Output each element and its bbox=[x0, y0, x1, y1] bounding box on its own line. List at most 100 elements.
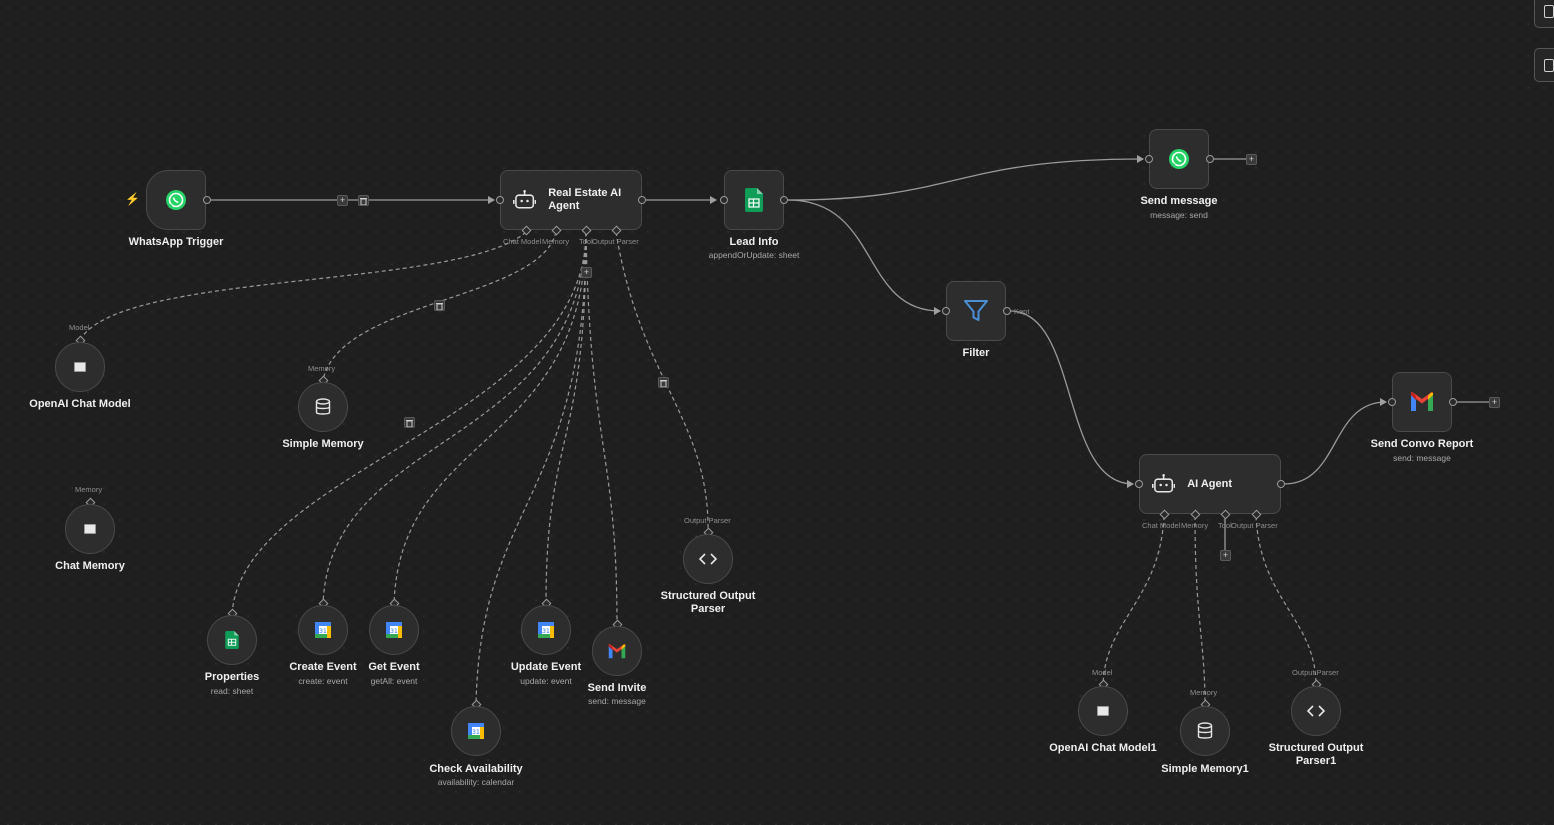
google-sheets-icon bbox=[225, 631, 239, 649]
delete-connection-button[interactable] bbox=[404, 417, 415, 428]
node-label: AI Agent bbox=[1187, 477, 1233, 490]
node-label: Simple Memory1 bbox=[1161, 763, 1249, 775]
node-label: Chat Memory bbox=[55, 560, 125, 572]
database-icon bbox=[315, 398, 331, 415]
node-ai-agent[interactable]: AI Agent bbox=[1139, 454, 1281, 514]
trash-icon bbox=[360, 197, 367, 205]
node-subtitle: appendOrUpdate: sheet bbox=[708, 250, 800, 260]
output-port[interactable] bbox=[203, 196, 211, 204]
node-filter[interactable] bbox=[946, 281, 1006, 341]
node-get-event[interactable]: 31 bbox=[369, 605, 419, 655]
node-whatsapp-trigger[interactable] bbox=[146, 170, 206, 230]
output-port[interactable] bbox=[1277, 480, 1285, 488]
label-line: Structured Output bbox=[1268, 742, 1364, 754]
node-label: Send message bbox=[1140, 195, 1218, 207]
node-structured-output-parser1[interactable] bbox=[1291, 686, 1341, 736]
node-structured-output-parser[interactable] bbox=[683, 534, 733, 584]
node-check-availability[interactable]: 31 bbox=[451, 706, 501, 756]
node-subtitle: send: message bbox=[588, 696, 646, 706]
node-send-convo-report[interactable] bbox=[1392, 372, 1452, 432]
google-calendar-icon: 31 bbox=[468, 723, 484, 739]
node-subtitle: create: event bbox=[298, 676, 348, 686]
node-subtitle: getAll: event bbox=[370, 676, 418, 686]
node-lead-info[interactable] bbox=[724, 170, 784, 230]
dashed-ai-model-link bbox=[1102, 515, 1165, 686]
input-port[interactable] bbox=[1135, 480, 1143, 488]
input-port[interactable] bbox=[1388, 398, 1396, 406]
node-send-invite[interactable] bbox=[592, 626, 642, 676]
input-port[interactable] bbox=[496, 196, 504, 204]
node-subtitle: read: sheet bbox=[210, 686, 254, 696]
node-label: Check Availability bbox=[429, 763, 523, 775]
port-label: Memory bbox=[308, 364, 336, 373]
port-label: Chat Model bbox=[503, 237, 542, 246]
node-label: Send Invite bbox=[587, 682, 647, 694]
output-port[interactable] bbox=[780, 196, 788, 204]
label-line: Parser bbox=[690, 603, 726, 615]
output-port[interactable] bbox=[1206, 155, 1214, 163]
port-label: Output Parser bbox=[1292, 668, 1339, 677]
output-port[interactable] bbox=[1449, 398, 1457, 406]
node-properties[interactable] bbox=[207, 615, 257, 665]
node-create-event[interactable]: 31 bbox=[298, 605, 348, 655]
broken-image-icon bbox=[74, 362, 86, 372]
node-subtitle: update: event bbox=[520, 676, 572, 686]
node-update-event[interactable]: 31 bbox=[521, 605, 571, 655]
node-simple-memory1[interactable] bbox=[1180, 706, 1230, 756]
connection-aiagent-to-report bbox=[1283, 398, 1387, 485]
node-openai-chat-model1[interactable] bbox=[1078, 686, 1128, 736]
broken-image-icon bbox=[84, 524, 96, 534]
delete-connection-button[interactable] bbox=[434, 300, 445, 311]
add-tool-button[interactable]: + bbox=[581, 267, 592, 278]
google-calendar-icon: 31 bbox=[538, 622, 554, 638]
google-sheets-icon bbox=[745, 188, 763, 212]
trash-icon bbox=[660, 379, 667, 387]
port-label: Output Parser bbox=[592, 237, 639, 246]
node-label: Get Event bbox=[368, 661, 420, 673]
svg-text:31: 31 bbox=[390, 628, 398, 635]
add-node-button[interactable]: + bbox=[1246, 154, 1257, 165]
delete-connection-button[interactable] bbox=[358, 195, 369, 206]
dashed-tool-invite bbox=[585, 231, 618, 626]
port-label: Chat Model bbox=[1142, 521, 1181, 530]
add-node-button[interactable]: + bbox=[1489, 397, 1500, 408]
dashed-model-link bbox=[79, 231, 527, 341]
port-label: Memory bbox=[1190, 688, 1218, 697]
node-label: Create Event bbox=[289, 661, 357, 673]
node-simple-memory[interactable] bbox=[298, 382, 348, 432]
output-port[interactable] bbox=[638, 196, 646, 204]
google-calendar-icon: 31 bbox=[386, 622, 402, 638]
node-openai-chat-model[interactable] bbox=[55, 342, 105, 392]
add-tool-button[interactable]: + bbox=[1220, 550, 1231, 561]
whatsapp-icon bbox=[1169, 149, 1189, 169]
node-real-estate-ai-agent[interactable]: Real Estate AI Agent bbox=[500, 170, 642, 230]
lightning-bolt-icon: ⚡ bbox=[125, 192, 140, 206]
output-port[interactable] bbox=[1003, 307, 1011, 315]
delete-connection-button[interactable] bbox=[658, 377, 669, 388]
code-brackets-icon bbox=[698, 553, 718, 565]
node-send-message[interactable] bbox=[1149, 129, 1209, 189]
add-node-button[interactable]: + bbox=[337, 195, 348, 206]
port-label: Memory bbox=[75, 485, 103, 494]
node-chat-memory[interactable] bbox=[65, 504, 115, 554]
connection-leadinfo-to-sendmessage bbox=[787, 155, 1144, 201]
side-panel-button-2[interactable] bbox=[1534, 48, 1554, 82]
input-port[interactable] bbox=[720, 196, 728, 204]
port-label: Memory bbox=[1181, 521, 1209, 530]
funnel-icon bbox=[964, 300, 988, 321]
input-port[interactable] bbox=[942, 307, 950, 315]
node-label: OpenAI Chat Model1 bbox=[1049, 742, 1157, 754]
port-label: Tool bbox=[1218, 521, 1232, 530]
trash-icon bbox=[436, 302, 443, 310]
panel-icon bbox=[1544, 58, 1554, 72]
robot-icon bbox=[1152, 474, 1176, 493]
side-panel-button-1[interactable] bbox=[1534, 0, 1554, 28]
connection-filter-to-aiagent bbox=[1009, 310, 1134, 488]
input-port[interactable] bbox=[1145, 155, 1153, 163]
label-line: Parser1 bbox=[1295, 755, 1337, 767]
svg-text:31: 31 bbox=[542, 628, 550, 635]
dashed-ai-memory-link bbox=[1194, 515, 1206, 706]
port-label: Model bbox=[1092, 668, 1113, 677]
whatsapp-icon bbox=[166, 190, 186, 210]
